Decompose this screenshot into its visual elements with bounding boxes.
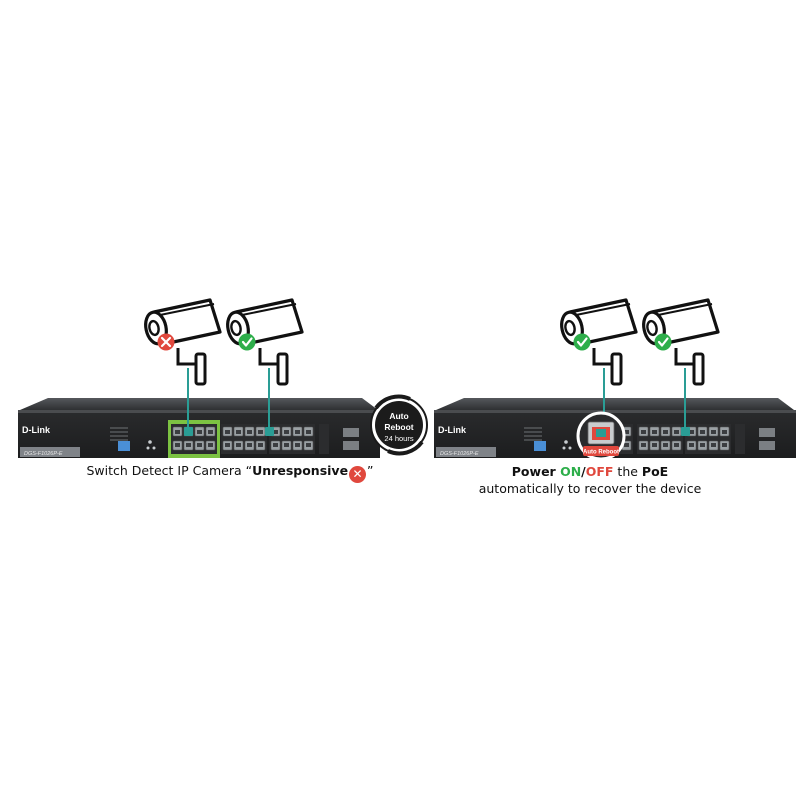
the-label: the	[613, 464, 642, 479]
x-icon: ✕	[349, 466, 367, 483]
right-caption-line2: automatically to recover the device	[478, 481, 702, 496]
reboot-tag: Auto Reboot	[583, 450, 619, 456]
left-switch-brand: D-Link	[22, 425, 51, 435]
x-icon	[157, 333, 175, 351]
right-port-cam2	[681, 427, 690, 436]
right-camera-2	[639, 298, 720, 386]
auto-reboot-badge: Auto Reboot 24 hours	[370, 394, 428, 456]
auto-reboot-line2: Reboot	[384, 422, 413, 432]
right-caption-line1: Power ON/OFF the PoE	[420, 463, 760, 480]
right-switch-brand: D-Link	[438, 425, 467, 435]
auto-reboot-line1: Auto	[389, 411, 408, 421]
check-icon	[654, 333, 672, 351]
left-caption-prefix: Switch Detect IP Camera “	[86, 463, 253, 478]
reboot-port-magnifier: Auto Reboot	[576, 411, 626, 461]
right-caption: Power ON/OFF the PoE automatically to re…	[420, 463, 760, 497]
left-caption-emphasis: Unresponsive	[252, 463, 349, 478]
check-icon	[238, 333, 256, 351]
auto-reboot-line3: 24 hours	[384, 434, 413, 443]
left-port-cam2	[265, 427, 274, 436]
left-camera-2	[223, 298, 304, 386]
right-switch-model: DGS-F1026P-E	[440, 451, 479, 457]
power-label: Power	[511, 464, 561, 479]
on-label: ON	[560, 464, 582, 479]
slash-label: /	[581, 464, 586, 479]
check-icon	[573, 333, 591, 351]
poe-label: PoE	[641, 464, 669, 479]
left-caption: Switch Detect IP Camera “Unresponsive✕”	[60, 463, 400, 483]
left-switch: DGS-F1026P-E D-Link	[18, 398, 380, 458]
left-camera-1	[141, 298, 222, 386]
off-label: OFF	[585, 464, 614, 479]
right-camera-1	[557, 298, 638, 386]
left-switch-model: DGS-F1026P-E	[24, 451, 63, 457]
left-port-cam1	[184, 427, 193, 436]
left-caption-suffix: ”	[367, 463, 374, 478]
